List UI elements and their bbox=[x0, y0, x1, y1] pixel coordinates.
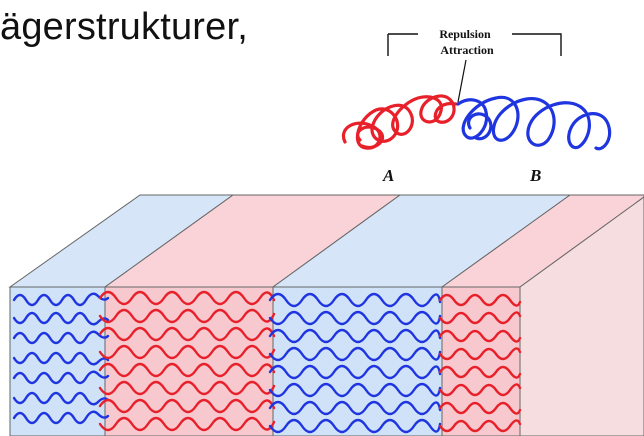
attraction-label: Attraction bbox=[440, 43, 494, 57]
block-b-label: B bbox=[529, 166, 541, 185]
interaction-bracket bbox=[387, 33, 562, 56]
attraction-pointer bbox=[457, 59, 467, 103]
front-layer-red-2 bbox=[441, 286, 521, 436]
slide-heading: ägerstrukturer, bbox=[0, 6, 248, 48]
chains-blue-1 bbox=[12, 292, 110, 425]
polymer-coil-b-loop bbox=[467, 112, 493, 141]
repulsion-label: Repulsion bbox=[439, 27, 491, 41]
chains-blue-2 bbox=[268, 292, 442, 434]
block-a-label: A bbox=[382, 166, 394, 185]
chains-red-2 bbox=[438, 293, 522, 433]
polymer-coil-a-loop bbox=[356, 125, 385, 149]
polymer-coil-b bbox=[456, 95, 612, 151]
chains-red-1 bbox=[98, 290, 276, 432]
